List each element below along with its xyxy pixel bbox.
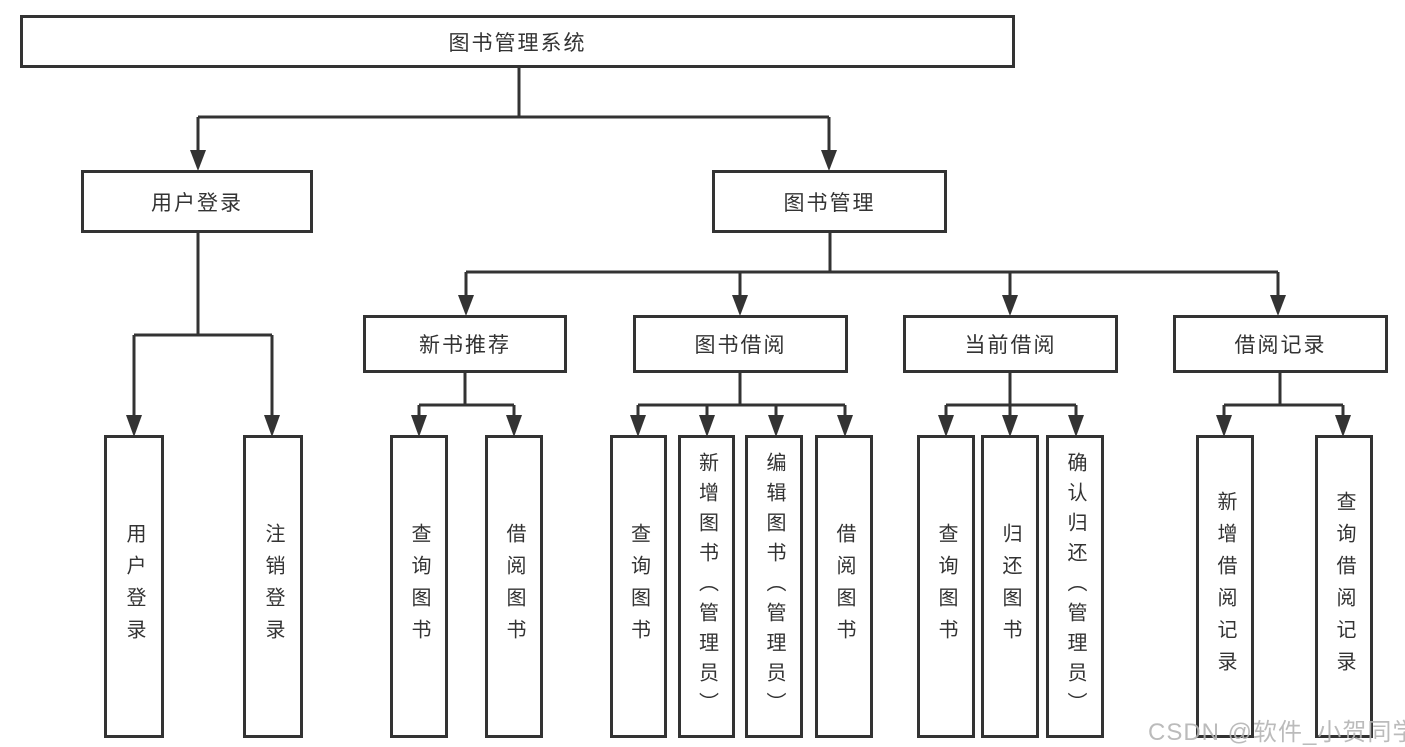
node-leaf-query-books-borrow: 查询图书 [610, 435, 667, 738]
node-current-borrow: 当前借阅 [903, 315, 1118, 373]
node-leaf-borrow-books: 借阅图书 [815, 435, 873, 738]
node-leaf-query-borrow-record: 查询借阅记录 [1315, 435, 1373, 738]
node-leaf-confirm-return-admin: 确认归还（管理员） [1046, 435, 1104, 738]
node-root: 图书管理系统 [20, 15, 1015, 68]
node-leaf-logout: 注销登录 [243, 435, 303, 738]
node-leaf-edit-books-admin: 编辑图书（管理员） [745, 435, 803, 738]
node-leaf-user-login: 用户登录 [104, 435, 164, 738]
node-borrow-records: 借阅记录 [1173, 315, 1388, 373]
node-new-book-recommend: 新书推荐 [363, 315, 567, 373]
csdn-watermark: CSDN @软件_小贺同学 [1148, 719, 1405, 746]
node-user-login: 用户登录 [81, 170, 313, 233]
node-leaf-add-borrow-record: 新增借阅记录 [1196, 435, 1254, 738]
node-leaf-borrow-books-recommend: 借阅图书 [485, 435, 543, 738]
node-book-borrow: 图书借阅 [633, 315, 848, 373]
node-leaf-add-books-admin: 新增图书（管理员） [678, 435, 735, 738]
node-leaf-query-books-recommend: 查询图书 [390, 435, 448, 738]
node-book-management: 图书管理 [712, 170, 947, 233]
node-leaf-query-books-current: 查询图书 [917, 435, 975, 738]
node-leaf-return-books: 归还图书 [981, 435, 1039, 738]
